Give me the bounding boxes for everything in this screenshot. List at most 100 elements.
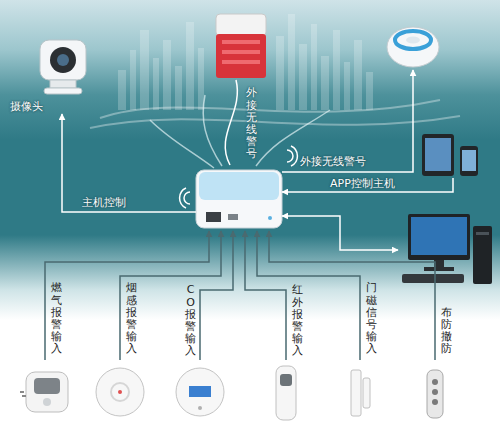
pir-sensor-node [272,360,300,424]
computer-icon [476,232,489,235]
connector [282,178,453,192]
tablet-phone-icon [462,150,476,171]
skyline [140,30,149,110]
computer-icon [411,217,467,255]
connector-label: 布防撤防 [441,307,452,355]
skyline [198,48,204,110]
computer-icon [424,267,454,271]
skyline [366,72,373,110]
connector [45,231,209,360]
skyline [276,36,284,110]
connector [225,80,237,165]
connector-label: 外接无线警号 [300,155,366,168]
connector [257,231,360,360]
round-siren-icon [387,27,439,67]
round-siren-icon [395,31,431,49]
computer-icon [408,214,470,260]
siren-icon [216,14,266,36]
tablet-phone-icon [460,146,478,176]
siren-icon [222,40,260,44]
connector-label: APP控制主机 [330,177,395,190]
skyline [333,30,340,110]
skyline [354,40,362,110]
connector [282,216,398,250]
tablet-phone-icon [422,134,478,176]
skyline [175,66,182,110]
router-icon [228,214,238,220]
computer-icon [473,226,492,284]
connector-label: 外接无线警号 [246,87,257,160]
skyline [186,22,194,110]
computer-icon [402,214,492,284]
tablet-phone-icon [422,134,454,176]
siren-icon [222,50,260,54]
siren-node [212,12,270,80]
connector [200,231,233,360]
hills [100,100,440,118]
door-sensor-icon [363,378,370,408]
co-detector-icon [176,368,224,416]
smoke-detector-icon [96,368,144,416]
siren-icon [216,34,266,78]
pir-sensor-icon [276,366,296,420]
skyline [153,58,159,110]
co-sensor-node [175,360,225,424]
skyline [118,14,373,110]
siren-icon [216,14,266,78]
gas-sensor-node [15,360,75,424]
connector-label: CO报警输入 [185,284,196,357]
connector [245,231,286,360]
co-detector-icon [189,386,211,397]
connector [269,231,435,360]
camera-icon [50,47,76,73]
camera-icon [50,80,76,88]
wifi-symbol [180,188,186,208]
camera-icon [57,54,69,66]
hills [90,100,460,128]
door-sensor-icon [351,370,361,416]
connector [120,231,221,360]
smoke-detector-icon [118,390,122,394]
computer-node [398,212,494,286]
remote-node [423,360,447,424]
skyline [344,62,350,110]
smoke-detector-icon [96,368,144,416]
co-detector-icon [198,406,202,410]
siren-icon [222,60,260,64]
remote-control-icon [432,379,438,385]
router-icon [199,172,279,200]
connector-label: 红外报警输入 [292,284,303,357]
skyline [130,50,136,110]
gas-detector-icon [20,372,68,412]
connector-label: 主机控制 [82,196,126,209]
skyline [311,24,317,110]
camera-node: 摄像头 [10,34,90,114]
computer-icon [402,274,464,283]
skyline [299,44,307,110]
wireless-waves [203,95,222,166]
round-siren-icon [387,27,439,67]
router-icon [268,216,272,220]
connector-label: 门磁信号输入 [366,282,377,355]
router-icon [206,212,221,222]
camera-icon [44,88,82,94]
wifi-symbol [180,146,298,208]
wifi-symbol [287,150,293,162]
tablet-phone-icon [425,138,451,171]
remote-control-icon [432,389,438,395]
hills [90,116,460,128]
door-sensor-icon [351,370,370,416]
router-node [196,165,282,231]
device-label: 摄像头 [10,100,43,114]
door-sensor-node [348,360,372,424]
router-icon [196,170,282,228]
mobile-node [420,132,486,178]
connector [282,70,413,172]
wifi-symbol [184,192,190,204]
pir-sensor-icon [276,366,296,420]
camera-icon [40,40,86,94]
gas-detector-icon [20,392,26,396]
co-detector-icon [176,368,224,416]
